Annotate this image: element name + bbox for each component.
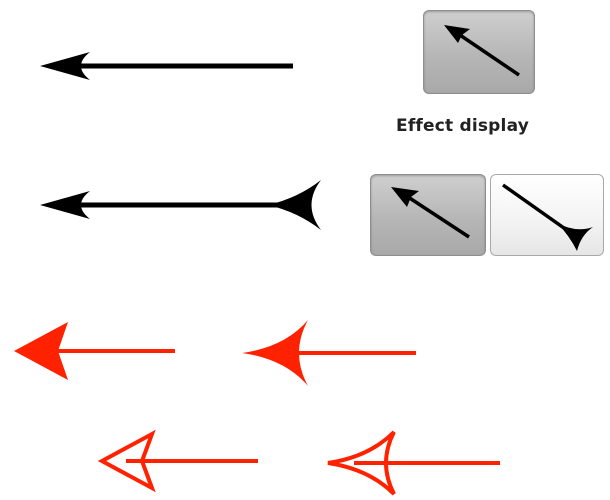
arrow-left-double-outline-red-icon: [327, 430, 500, 496]
arrow-diagonal-head-start-icon: [391, 187, 470, 239]
arrow-style-button-single[interactable]: [423, 10, 535, 94]
arrow-left-outline-red-icon: [97, 429, 258, 493]
effect-display-caption: Effect display: [396, 116, 529, 136]
arrow-left-simple-icon: [40, 52, 293, 80]
arrow-diagonal-head-end-icon: [501, 183, 593, 251]
arrow-style-button-head-end[interactable]: [490, 174, 604, 256]
arrow-style-button-head-start[interactable]: [370, 174, 486, 256]
arrow-left-concave-red-icon: [242, 320, 416, 386]
arrow-left-filled-red-icon: [14, 322, 175, 380]
arrow-diagonal-head-start-icon: [444, 25, 520, 77]
arrow-left-double-barbed-icon: [40, 180, 321, 230]
